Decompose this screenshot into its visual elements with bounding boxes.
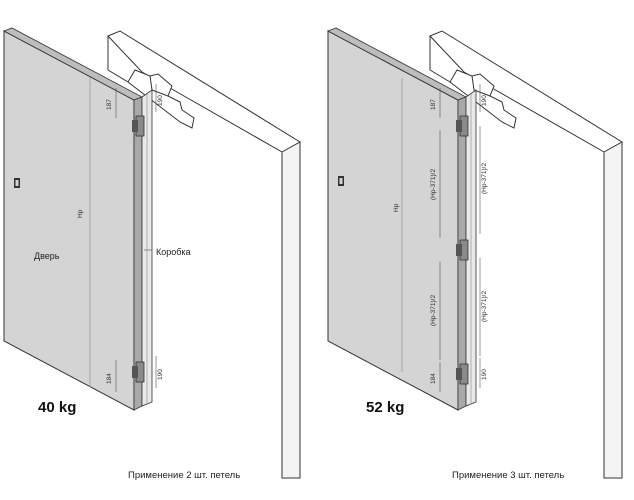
left-door-label: Дверь	[34, 251, 60, 261]
left-dim-top-door: 187	[106, 99, 113, 110]
right-dim-mid-lower-frame: (Hp-371)/2	[481, 291, 488, 322]
right-caption: Применение 3 шт. петель	[452, 470, 564, 481]
left-dim-bottom-frame: 190	[157, 369, 164, 380]
right-dim-mid-upper-frame: (Hp-371)/2	[481, 163, 488, 194]
left-height-label: Hp	[77, 209, 84, 218]
right-frame-jamb	[465, 89, 477, 407]
right-door-frame	[429, 30, 623, 479]
right-dim-bottom-frame: 190	[481, 369, 488, 380]
left-caption: Применение 2 шт. петель	[128, 470, 240, 481]
left-dimension-lines	[115, 84, 157, 392]
right-hinge-middle	[456, 239, 469, 261]
right-hinge-bottom	[456, 363, 469, 385]
right-hinge-top	[456, 115, 469, 137]
left-dim-top-frame: 190	[157, 95, 164, 106]
left-door-frame	[107, 30, 301, 479]
right-height-label: Hp	[393, 203, 400, 212]
right-door-leaf	[327, 27, 467, 411]
left-frame-label: Коробка	[156, 247, 191, 257]
left-door-leaf	[3, 27, 143, 411]
left-assembly: Дверь Hp 187 190 Коробка 184 190 40 kg П…	[3, 27, 301, 481]
right-dim-top-door: 187	[430, 99, 437, 110]
left-dim-bottom-door: 184	[106, 373, 113, 384]
right-dim-bottom-door: 184	[430, 373, 437, 384]
right-weight: 52 kg	[366, 399, 404, 416]
right-dim-mid-lower-door: (Hp-371)/2	[430, 295, 437, 326]
right-dim-mid-upper-door: (Hp-371)/2	[430, 169, 437, 200]
left-frame-jamb	[141, 89, 153, 407]
left-hinge-top	[132, 115, 145, 137]
right-dim-top-frame: 190	[481, 95, 488, 106]
left-hinge-bottom	[132, 361, 145, 383]
left-weight: 40 kg	[38, 399, 76, 416]
right-dimension-lines	[439, 84, 481, 392]
right-assembly: Hp 187 190 (Hp-371)/2 (Hp-371)/2 (Hp-371…	[327, 27, 623, 481]
